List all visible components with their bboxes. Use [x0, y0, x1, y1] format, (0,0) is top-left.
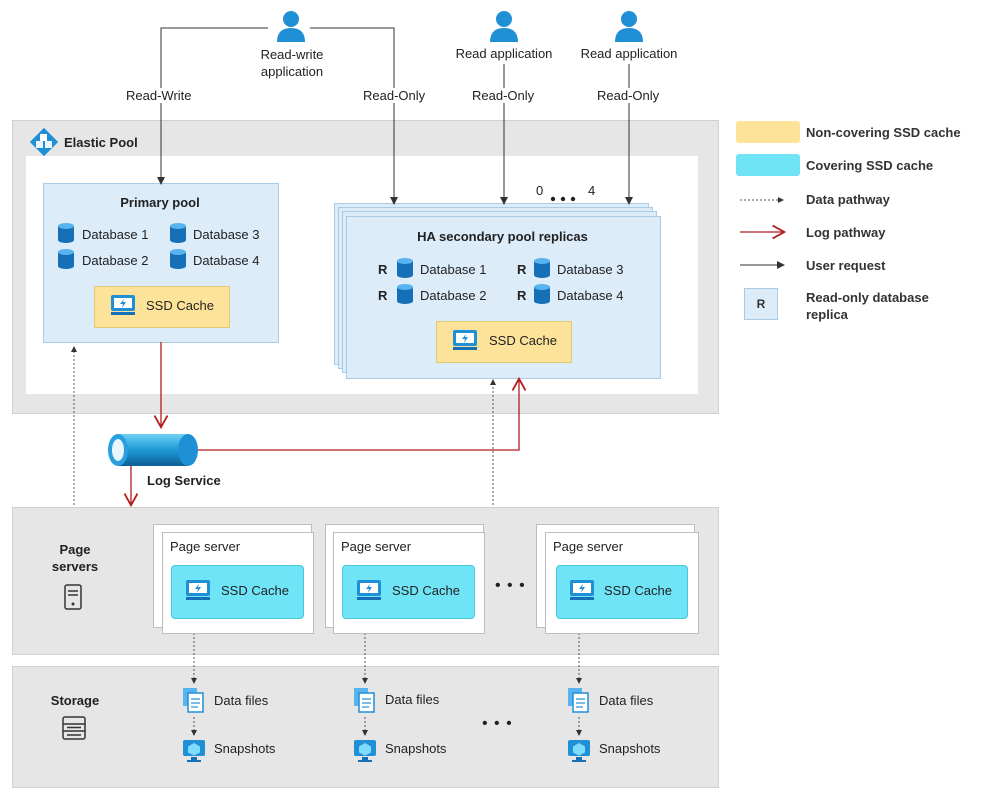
replica-marker: R: [517, 288, 527, 303]
database-icon: [58, 223, 74, 248]
server-icon: [64, 584, 82, 615]
database-icon: [170, 223, 186, 248]
replica-marker: R: [378, 262, 388, 277]
storage-ellipsis: • • •: [482, 715, 513, 732]
legend-non-covering-label: Non-covering SSD cache: [806, 124, 961, 140]
replica-cache-label: SSD Cache: [489, 333, 557, 348]
primary-db-2: Database 2: [82, 253, 149, 268]
database-icon: [397, 258, 413, 283]
ssd-icon: [110, 293, 136, 322]
page-server-title: Page server: [553, 539, 624, 554]
data-files-label: Data files: [385, 692, 440, 707]
page-server-title: Page server: [341, 539, 412, 554]
replica-count-end: 4: [588, 183, 596, 198]
log-service-pipe-icon: [106, 432, 200, 473]
database-icon: [58, 249, 74, 274]
read-write-edge-label: Read-Write: [124, 88, 194, 103]
legend-non-covering-swatch: [736, 121, 800, 143]
storage-icon: [62, 716, 86, 745]
legend-log-pathway-label: Log pathway: [806, 225, 886, 240]
snapshots-label: Snapshots: [214, 741, 276, 756]
primary-db-1: Database 1: [82, 227, 149, 242]
snapshots-icon: [352, 738, 378, 769]
database-icon: [170, 249, 186, 274]
page-servers-section-label: Page servers: [51, 542, 99, 574]
snapshots-label: Snapshots: [385, 741, 447, 756]
legend-covering: Covering SSD cache: [736, 154, 933, 176]
storage-section-label: Storage: [50, 693, 100, 708]
database-icon: [534, 258, 550, 283]
read-app-1-label: Read application: [455, 46, 553, 61]
primary-pool-title: Primary pool: [120, 195, 200, 210]
replica-db-2: Database 2: [420, 288, 487, 303]
legend-replica-marker: R: [744, 288, 778, 320]
legend-covering-swatch: [736, 154, 800, 176]
data-files-icon: [182, 687, 206, 718]
legend-covering-label: Covering SSD cache: [806, 157, 934, 173]
primary-cache-label: SSD Cache: [146, 298, 214, 313]
ha-replicas-title: HA secondary pool replicas: [417, 229, 588, 244]
page-server-cache-label: SSD Cache: [392, 583, 460, 598]
ssd-icon: [185, 578, 211, 607]
replica-db-4: Database 4: [557, 288, 624, 303]
page-server-cache-label: SSD Cache: [604, 583, 672, 598]
elastic-pool-icon: [29, 127, 59, 157]
page-server-title: Page server: [170, 539, 241, 554]
read-only-edge-label: Read-Only: [595, 88, 662, 103]
replica-count-start: 0: [536, 183, 544, 198]
primary-db-3: Database 3: [193, 227, 260, 242]
log-service-label: Log Service: [147, 473, 221, 488]
database-icon: [397, 284, 413, 309]
replica-db-1: Database 1: [420, 262, 487, 277]
data-files-icon: [353, 687, 377, 718]
elastic-pool-title: Elastic Pool: [64, 135, 138, 150]
ssd-icon: [356, 578, 382, 607]
legend-data-pathway-label: Data pathway: [806, 192, 890, 207]
legend-user-request-label: User request: [806, 258, 886, 273]
read-app-2-label: Read application: [580, 46, 678, 61]
user-icon: [277, 10, 305, 47]
page-server-cache-label: SSD Cache: [221, 583, 289, 598]
database-icon: [534, 284, 550, 309]
read-only-request-line: [310, 27, 398, 205]
legend-read-only-replica-label: Read-only database replica: [806, 290, 929, 322]
snapshots-label: Snapshots: [599, 741, 661, 756]
replica-marker: R: [378, 288, 388, 303]
read-write-request-line: [157, 27, 268, 185]
ssd-icon: [452, 328, 478, 357]
log-pathway-line: [196, 376, 527, 451]
legend-non-covering: Non-covering SSD cache: [736, 121, 961, 143]
snapshots-icon: [181, 738, 207, 769]
user-icon: [490, 10, 518, 47]
data-files-icon: [567, 687, 591, 718]
read-only-edge-label: Read-Only: [470, 88, 537, 103]
data-files-label: Data files: [214, 693, 269, 708]
data-files-label: Data files: [599, 693, 654, 708]
read-only-edge-label: Read-Only: [361, 88, 428, 103]
page-servers-ellipsis: • • •: [495, 577, 526, 594]
read-write-app-label: Read-write application: [260, 47, 324, 79]
user-icon: [615, 10, 643, 47]
primary-pool: [43, 183, 279, 343]
replica-db-3: Database 3: [557, 262, 624, 277]
primary-db-4: Database 4: [193, 253, 260, 268]
ssd-icon: [569, 578, 595, 607]
replica-marker: R: [517, 262, 527, 277]
replica-count-dots: [550, 189, 586, 207]
snapshots-icon: [566, 738, 592, 769]
